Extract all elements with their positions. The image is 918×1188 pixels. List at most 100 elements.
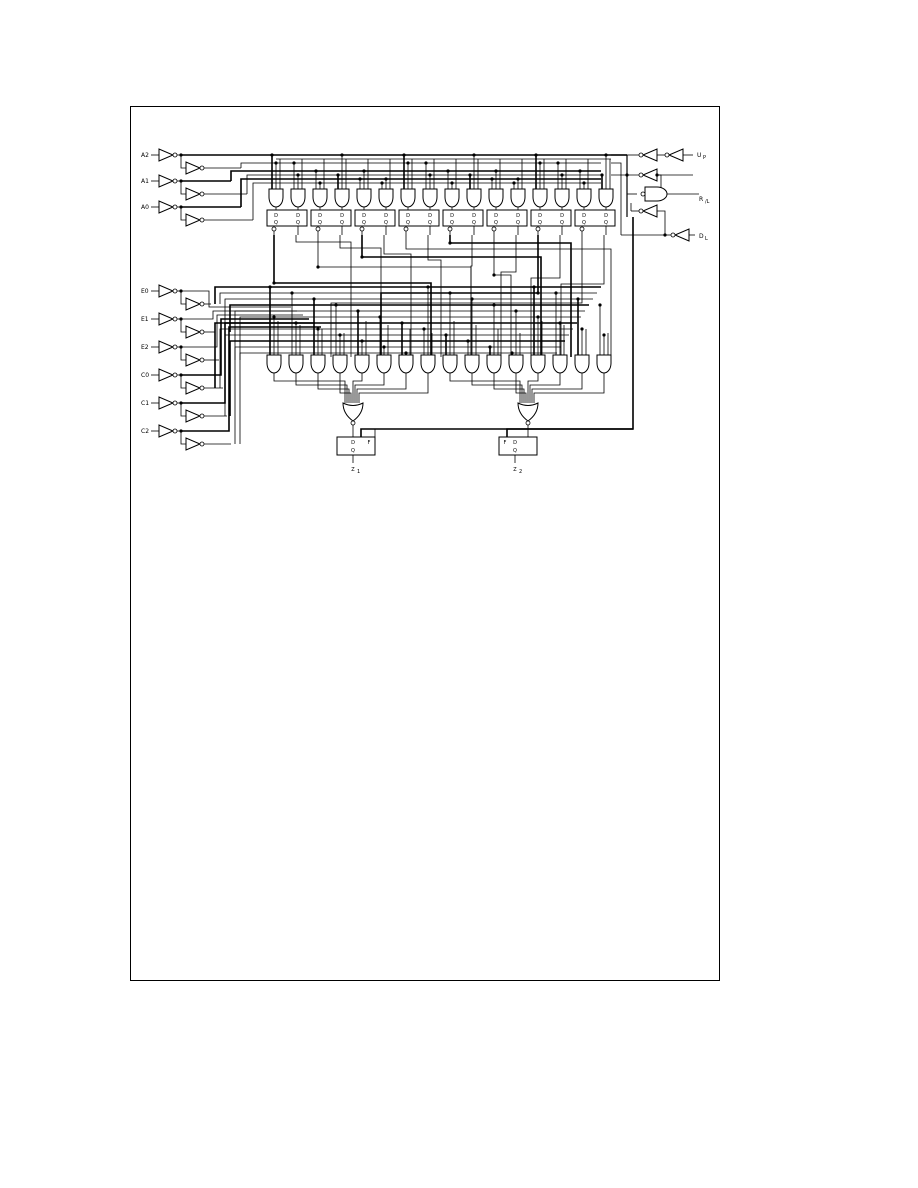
upper-and-gate <box>598 188 614 208</box>
wire <box>361 235 542 357</box>
wire-layer <box>151 154 699 463</box>
or-gate <box>517 402 539 422</box>
wire <box>449 235 572 357</box>
junction-dot <box>492 273 496 277</box>
junction-dot <box>270 153 274 157</box>
lower-and-gate <box>310 354 326 374</box>
lower-and-gate <box>354 354 370 374</box>
junction-dot <box>512 181 516 185</box>
junction-dot <box>536 315 540 319</box>
signal-label: D <box>428 213 432 219</box>
junction-dot <box>384 177 388 181</box>
signal-label: 2 <box>519 469 522 475</box>
lower-and-gate <box>420 354 436 374</box>
junction-dot <box>340 153 344 157</box>
signal-label: Q <box>516 220 520 226</box>
junction-dot <box>488 345 492 349</box>
wire <box>181 314 303 348</box>
junction-dot <box>580 327 584 331</box>
select-buffer <box>158 340 175 354</box>
junction-dot <box>179 317 183 321</box>
signal-label: E2 <box>141 344 149 351</box>
latch-block <box>398 209 440 227</box>
signal-label: Q <box>538 220 542 226</box>
wire <box>506 428 633 437</box>
wire <box>339 373 352 403</box>
junction-dot <box>470 297 474 301</box>
wire <box>295 235 352 357</box>
junction-dot <box>318 181 322 185</box>
signal-label: Q <box>406 220 410 226</box>
wire <box>234 310 585 360</box>
junction-dot <box>492 303 496 307</box>
junction-dot <box>446 169 450 173</box>
junction-dot <box>576 297 580 301</box>
control-buffer <box>673 228 690 242</box>
lower-and-gate <box>398 354 414 374</box>
junction-dot <box>334 303 338 307</box>
junction-dot <box>472 153 476 157</box>
signal-label: Q <box>384 220 388 226</box>
junction-dot <box>428 173 432 177</box>
junction-dot <box>179 401 183 405</box>
junction-dot <box>312 297 316 301</box>
junction-dot <box>382 345 386 349</box>
junction-dot <box>598 303 602 307</box>
wire <box>273 235 432 357</box>
lower-and-gate <box>596 354 612 374</box>
select-buffer <box>158 312 175 326</box>
wire <box>239 352 557 444</box>
signal-label: D <box>384 213 388 219</box>
wire <box>358 373 429 403</box>
wire <box>361 428 376 437</box>
signal-label: P <box>703 155 706 161</box>
wire <box>360 217 634 437</box>
junction-dot <box>272 315 276 319</box>
signal-label: Q <box>428 220 432 226</box>
signal-label: Q <box>494 220 498 226</box>
wire <box>181 326 321 432</box>
signal-label: D <box>604 213 608 219</box>
junction-dot <box>625 173 629 177</box>
wire <box>229 340 565 416</box>
select-buffer <box>158 396 175 410</box>
junction-dot <box>448 241 452 245</box>
inversion-bubble <box>447 226 453 232</box>
junction-dot <box>536 291 540 295</box>
wire <box>471 373 523 403</box>
select-buffer <box>158 284 175 298</box>
select-inverter <box>185 325 202 339</box>
wire <box>352 373 363 403</box>
control-buffer <box>641 148 658 162</box>
signal-label: L <box>705 236 708 242</box>
inversion-bubble <box>525 420 531 426</box>
signal-label: Q <box>351 448 355 454</box>
wire <box>214 286 601 304</box>
lower-and-gate <box>266 354 282 374</box>
signal-label: Q <box>450 220 454 226</box>
junction-dot <box>514 309 518 313</box>
select-buffer <box>158 424 175 438</box>
inversion-bubble <box>172 204 178 210</box>
address-inverter <box>185 161 202 175</box>
junction-dot <box>426 285 430 289</box>
inversion-bubble <box>172 400 178 406</box>
junction-dot <box>424 161 428 165</box>
signal-label: 1 <box>357 469 360 475</box>
lower-and-gate <box>288 354 304 374</box>
signal-label: /L <box>705 199 710 205</box>
inversion-bubble <box>491 226 497 232</box>
or-gate <box>342 402 364 422</box>
wire <box>180 207 186 221</box>
junction-dot <box>336 173 340 177</box>
junction-dot <box>558 321 562 325</box>
junction-dot <box>406 161 410 165</box>
select-inverter <box>185 409 202 423</box>
wire <box>240 178 601 207</box>
junction-dot <box>290 291 294 295</box>
inversion-bubble <box>172 316 178 322</box>
junction-dot <box>356 309 360 313</box>
signal-label: D <box>513 440 517 446</box>
